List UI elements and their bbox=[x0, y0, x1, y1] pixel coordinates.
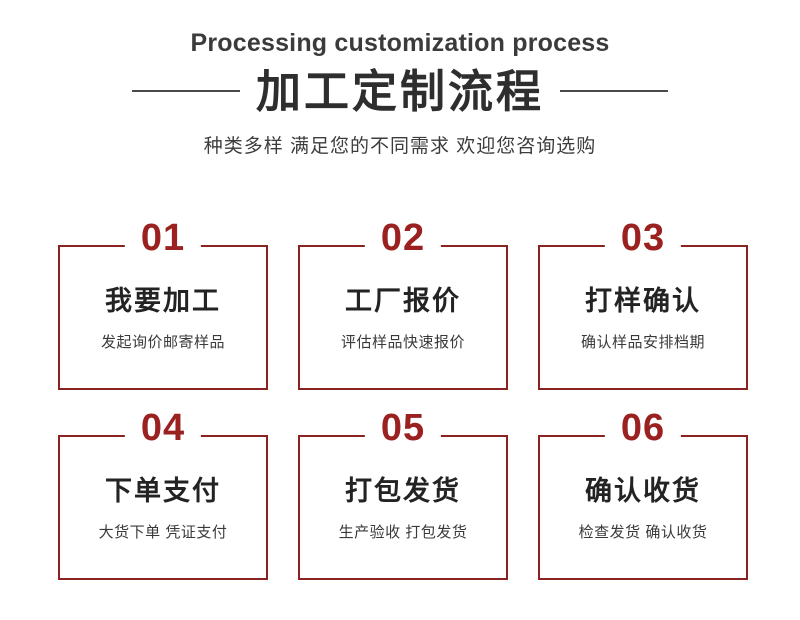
steps-grid: 01 我要加工 发起询价邮寄样品 02 工厂报价 评估样品快速报价 03 打样确… bbox=[58, 219, 748, 580]
page-header: Processing customization process 加工定制流程 … bbox=[0, 0, 800, 158]
title-chinese-row: 加工定制流程 bbox=[0, 65, 800, 117]
step-description: 生产验收 打包发货 bbox=[338, 524, 468, 542]
step-number: 03 bbox=[604, 219, 682, 257]
title-rule-left bbox=[131, 90, 240, 93]
step-card-01: 01 我要加工 发起询价邮寄样品 bbox=[58, 219, 268, 390]
step-number: 01 bbox=[124, 219, 202, 257]
step-number: 06 bbox=[604, 409, 682, 447]
step-description: 评估样品快速报价 bbox=[340, 334, 465, 352]
page-subtitle: 种类多样 满足您的不同需求 欢迎您咨询选购 bbox=[203, 135, 597, 157]
step-description: 检查发货 确认收货 bbox=[578, 524, 708, 542]
step-card-03: 03 打样确认 确认样品安排档期 bbox=[538, 219, 748, 390]
title-english: Processing customization process bbox=[190, 29, 610, 57]
step-title: 下单支付 bbox=[105, 476, 221, 506]
step-card-06: 06 确认收货 检查发货 确认收货 bbox=[538, 409, 748, 580]
step-card-02: 02 工厂报价 评估样品快速报价 bbox=[298, 219, 508, 390]
step-number: 02 bbox=[364, 219, 442, 257]
step-description: 发起询价邮寄样品 bbox=[100, 334, 225, 352]
step-title: 确认收货 bbox=[585, 476, 701, 506]
step-title: 打包发货 bbox=[345, 476, 461, 506]
step-title: 工厂报价 bbox=[345, 286, 461, 316]
step-card-04: 04 下单支付 大货下单 凭证支付 bbox=[58, 409, 268, 580]
step-description: 确认样品安排档期 bbox=[580, 334, 705, 352]
step-description: 大货下单 凭证支付 bbox=[98, 524, 228, 542]
step-title: 我要加工 bbox=[105, 286, 221, 316]
step-number: 04 bbox=[124, 409, 202, 447]
step-number: 05 bbox=[364, 409, 442, 447]
step-card-05: 05 打包发货 生产验收 打包发货 bbox=[298, 409, 508, 580]
title-rule-right bbox=[560, 90, 668, 93]
title-chinese: 加工定制流程 bbox=[255, 65, 544, 117]
step-title: 打样确认 bbox=[585, 286, 701, 316]
